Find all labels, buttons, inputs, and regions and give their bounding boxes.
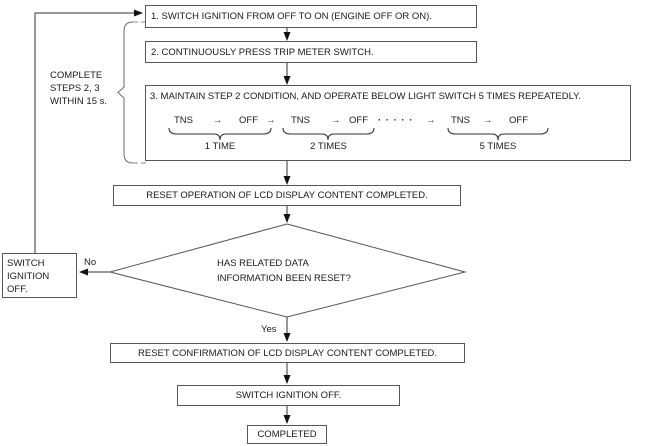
yes-branch-label: Yes bbox=[261, 324, 277, 335]
group-label-2: 2 TIMES bbox=[310, 141, 347, 152]
group-label-1: 1 TIME bbox=[204, 141, 236, 152]
reset-operation-box: RESET OPERATION OF LCD DISPLAY CONTENT C… bbox=[113, 185, 461, 206]
timing-note-line3: WITHIN 15 s. bbox=[50, 96, 108, 107]
timing-note: COMPLETE STEPS 2, 3 WITHIN 15 s. bbox=[50, 69, 107, 108]
underbrace-layer bbox=[168, 127, 549, 141]
seq-tns-3: TNS bbox=[451, 115, 470, 126]
loop-connector bbox=[34, 9, 143, 253]
reset-confirmation-label: RESET CONFIRMATION OF LCD DISPLAY CONTEN… bbox=[138, 347, 437, 359]
completed-label: COMPLETED bbox=[257, 429, 317, 440]
step2-label: 2. CONTINUOUSLY PRESS TRIP METER SWITCH. bbox=[151, 46, 374, 58]
seq-off-2: OFF bbox=[349, 115, 368, 126]
timing-note-line1: COMPLETE bbox=[50, 70, 103, 81]
seq-ellipsis: · · · · · bbox=[378, 115, 414, 126]
decision-diamond bbox=[108, 223, 467, 318]
completed-box: COMPLETED bbox=[247, 425, 327, 444]
seq-off-1: OFF bbox=[239, 115, 258, 126]
seq-arrow-icon: → bbox=[213, 115, 223, 126]
note-brace bbox=[117, 21, 134, 164]
reset-operation-label: RESET OPERATION OF LCD DISPLAY CONTENT C… bbox=[146, 190, 428, 201]
loop-box-line3: OFF. bbox=[7, 284, 28, 295]
seq-tns-1: TNS bbox=[174, 115, 193, 126]
seq-off-3: OFF bbox=[509, 115, 528, 126]
step1-label: 1. SWITCH IGNITION FROM OFF TO ON (ENGIN… bbox=[151, 11, 432, 22]
seq-arrow-icon: → bbox=[483, 115, 493, 126]
seq-arrow-icon: → bbox=[331, 115, 341, 126]
underbrace-3 bbox=[447, 127, 549, 141]
step2-box: 2. CONTINUOUSLY PRESS TRIP METER SWITCH. bbox=[145, 41, 477, 63]
step1-box: 1. SWITCH IGNITION FROM OFF TO ON (ENGIN… bbox=[145, 5, 477, 28]
step3-content: 3. MAINTAIN STEP 2 CONDITION, AND OPERAT… bbox=[146, 86, 630, 160]
step3-title: 3. MAINTAIN STEP 2 CONDITION, AND OPERAT… bbox=[150, 91, 581, 102]
decision-line1: HAS RELATED DATA bbox=[217, 258, 309, 269]
loop-box-line2: IGNITION bbox=[7, 271, 50, 282]
loop-box-line1: SWITCH bbox=[7, 258, 45, 269]
switch-ignition-off-end-box: SWITCH IGNITION OFF. bbox=[177, 385, 400, 406]
no-branch-label: No bbox=[84, 257, 97, 268]
seq-arrow-icon: → bbox=[266, 115, 276, 126]
switch-ignition-off-loop-box: SWITCH IGNITION OFF. bbox=[2, 253, 77, 298]
timing-note-line2: STEPS 2, 3 bbox=[50, 83, 100, 94]
switch-ignition-off-end-label: SWITCH IGNITION OFF. bbox=[235, 390, 342, 401]
step3-box: 3. MAINTAIN STEP 2 CONDITION, AND OPERAT… bbox=[145, 85, 631, 161]
underbrace-1 bbox=[168, 127, 272, 141]
seq-tns-2: TNS bbox=[291, 115, 310, 126]
decision-text: HAS RELATED DATA INFORMATION BEEN RESET? bbox=[217, 256, 351, 286]
underbrace-2 bbox=[282, 127, 375, 141]
decision-line2: INFORMATION BEEN RESET? bbox=[217, 273, 351, 284]
seq-arrow-icon: → bbox=[426, 115, 436, 126]
switch-ignition-off-loop-text: SWITCH IGNITION OFF. bbox=[7, 257, 49, 296]
reset-confirmation-box: RESET CONFIRMATION OF LCD DISPLAY CONTEN… bbox=[110, 343, 465, 363]
group-label-3: 5 TIMES bbox=[479, 141, 517, 152]
